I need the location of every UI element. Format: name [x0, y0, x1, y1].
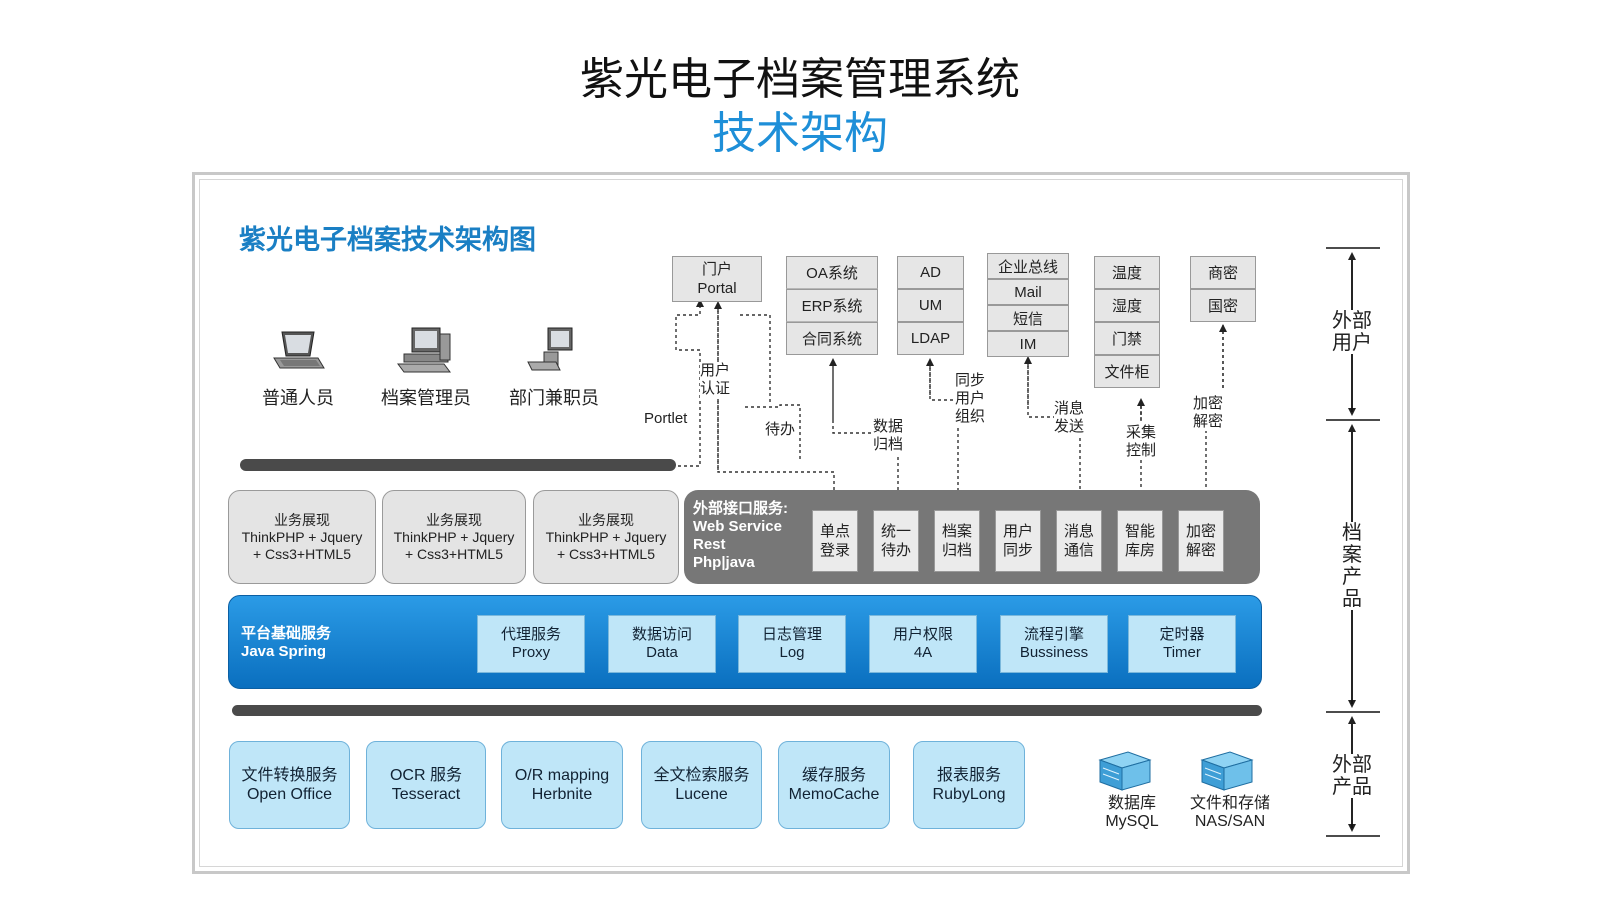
- database-server-icon: [1094, 746, 1154, 794]
- todo-line-2: [745, 404, 801, 460]
- file-cabinet-item: 文件柜: [1094, 355, 1160, 388]
- temperature-item: 温度: [1094, 256, 1160, 289]
- archive-line: [832, 360, 902, 514]
- user-access-bus-bar: [240, 459, 676, 471]
- contract-item: 合同系统: [786, 322, 878, 355]
- label-sync: 同步用户组织: [955, 372, 986, 426]
- label-portlet: Portlet: [644, 410, 688, 428]
- side-label-archive-product: 档案 产品: [1338, 522, 1366, 610]
- oa-stack: OA系统 ERP系统 合同系统: [786, 256, 878, 355]
- service-sso: 单点登录: [812, 510, 858, 572]
- ad-stack: AD UM LDAP: [897, 256, 964, 355]
- service-user-sync: 用户同步: [995, 510, 1041, 572]
- bus-stack: 企业总线 Mail 短信 IM: [987, 253, 1069, 357]
- national-crypto-item: 国密: [1190, 289, 1256, 322]
- ldap-item: LDAP: [897, 322, 964, 355]
- user-role-regular: 普通人员: [262, 388, 334, 408]
- ad-item: AD: [897, 256, 964, 289]
- humidity-item: 湿度: [1094, 289, 1160, 322]
- um-item: UM: [897, 289, 964, 322]
- label-todo: 待办: [765, 421, 796, 439]
- label-collect-control: 采集控制: [1126, 424, 1157, 460]
- diagram-frame: [192, 172, 1410, 874]
- im-item: IM: [987, 331, 1069, 357]
- label-encrypt-decrypt: 加密解密: [1193, 395, 1224, 431]
- crypto-stack: 商密 国密: [1190, 256, 1256, 322]
- label-user-auth: 用户认证: [700, 362, 731, 398]
- page-subtitle: 技术架构: [712, 109, 888, 158]
- oa-item: OA系统: [786, 256, 878, 289]
- side-label-external-products: 外部产品: [1330, 754, 1374, 798]
- desktop-computer-icon: [394, 324, 458, 374]
- sync-line: [929, 360, 962, 514]
- service-messaging: 消息通信: [1056, 510, 1102, 572]
- service-smart-warehouse: 智能库房: [1117, 510, 1163, 572]
- side-label-external-users: 外部用户: [1330, 310, 1374, 354]
- erp-item: ERP系统: [786, 289, 878, 322]
- data-access-bus-bar: [232, 705, 1262, 716]
- mail-item: Mail: [987, 279, 1069, 305]
- laptop-icon: [268, 328, 328, 374]
- storage-server-icon: [1196, 746, 1256, 794]
- service-unified-todo: 统一待办: [873, 510, 919, 572]
- diagram-frame-inner: [199, 179, 1403, 867]
- label-message-send: 消息发送: [1054, 400, 1085, 436]
- label-data-archive: 数据归档: [873, 418, 904, 454]
- service-encrypt-decrypt: 加密解密: [1178, 510, 1224, 572]
- sensor-stack: 温度 湿度 门禁 文件柜: [1094, 256, 1160, 388]
- workstation-icon: [526, 326, 582, 374]
- page-title: 紫光电子档案管理系统: [580, 55, 1020, 104]
- sms-item: 短信: [987, 305, 1069, 331]
- service-archive: 档案归档: [934, 510, 980, 572]
- diagram-title: 紫光电子档案技术架构图: [239, 225, 536, 255]
- access-control-item: 门禁: [1094, 322, 1160, 355]
- commercial-crypto-item: 商密: [1190, 256, 1256, 289]
- user-role-archivist: 档案管理员: [381, 388, 471, 408]
- user-role-dept-part-time: 部门兼职员: [509, 388, 599, 408]
- todo-line: [740, 314, 771, 405]
- bus-item: 企业总线: [987, 253, 1069, 279]
- portlet-line: [672, 299, 704, 467]
